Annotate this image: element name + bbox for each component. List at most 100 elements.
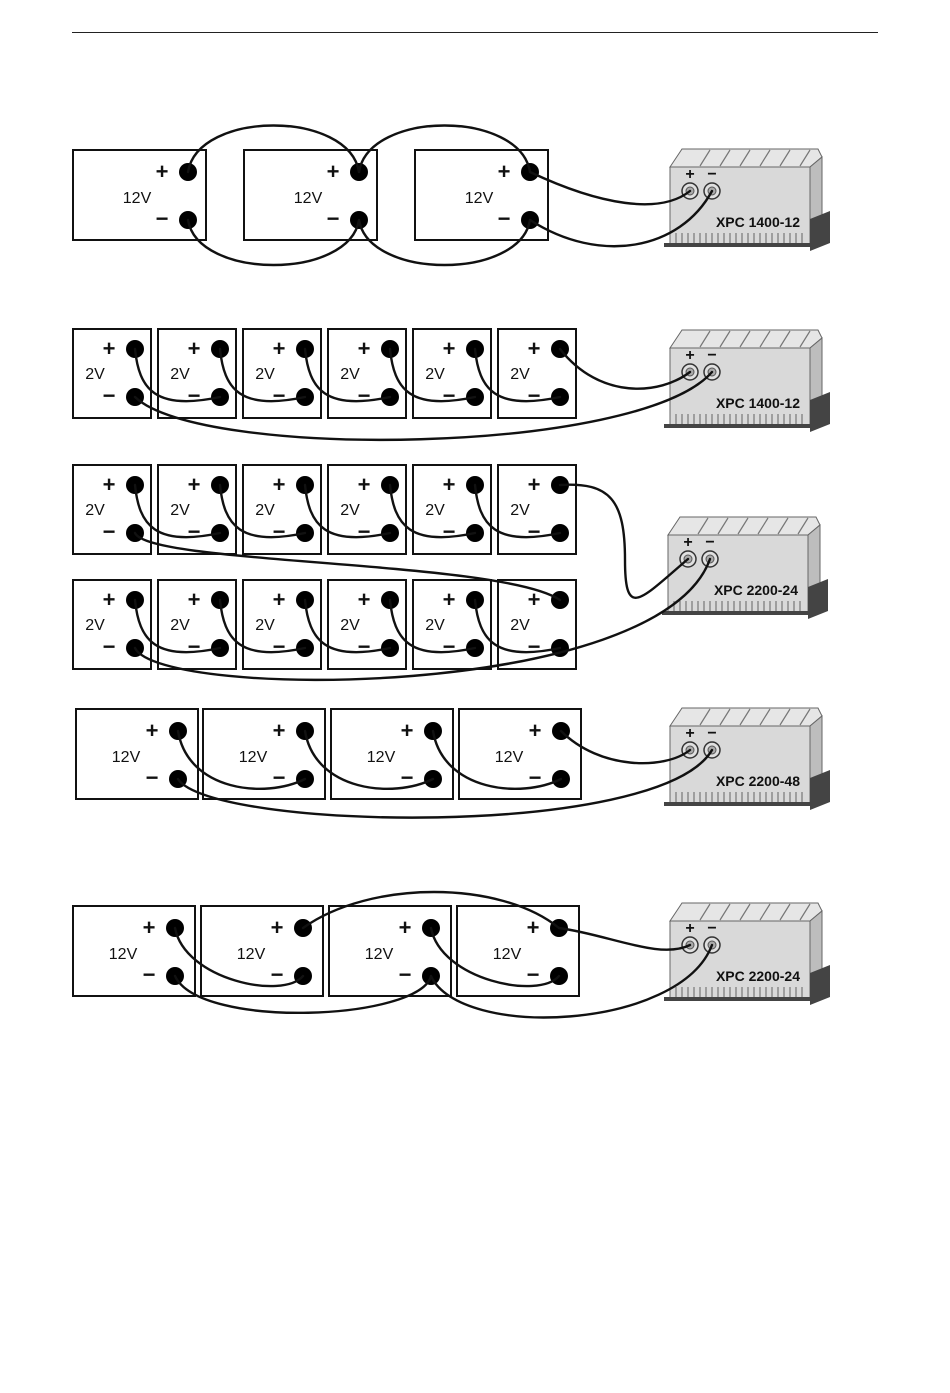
minus-label: −: [146, 765, 159, 790]
battery: +−12V: [331, 709, 453, 799]
plus-label: +: [498, 159, 511, 184]
minus-label: −: [188, 383, 201, 408]
battery: +−12V: [73, 150, 206, 240]
plus-label: +: [273, 587, 286, 612]
charger-model-label: XPC 2200-24: [714, 582, 798, 598]
minus-label: −: [527, 962, 540, 987]
voltage-label: 2V: [340, 366, 360, 383]
voltage-label: 2V: [425, 502, 445, 519]
voltage-label: 2V: [255, 366, 275, 383]
voltage-label: 2V: [255, 617, 275, 634]
minus-label: −: [103, 634, 116, 659]
voltage-label: 2V: [510, 502, 530, 519]
plus-label: +: [399, 915, 412, 940]
battery: +−12V: [459, 709, 581, 799]
plus-label: +: [188, 587, 201, 612]
voltage-label: 12V: [493, 946, 522, 963]
plus-label: +: [401, 718, 414, 743]
plus-label: +: [443, 587, 456, 612]
voltage-label: 2V: [425, 617, 445, 634]
plus-label: +: [188, 336, 201, 361]
voltage-label: 12V: [109, 946, 138, 963]
voltage-label: 2V: [340, 502, 360, 519]
battery: +−12V: [201, 906, 323, 996]
voltage-label: 12V: [239, 749, 268, 766]
charger-top: [668, 517, 820, 535]
voltage-label: 2V: [510, 617, 530, 634]
charger-top: [670, 903, 822, 921]
plus-label: +: [273, 336, 286, 361]
battery: + −2V: [498, 465, 576, 554]
minus-label: −: [273, 519, 286, 544]
minus-label: −: [358, 519, 371, 544]
minus-label: −: [528, 519, 541, 544]
charger-plus-label: +: [685, 920, 694, 937]
charger-base: [664, 997, 810, 1001]
plus-label: +: [273, 472, 286, 497]
charger-minus-label: −: [707, 347, 716, 364]
voltage-label: 12V: [112, 749, 141, 766]
charger-minus-label: −: [707, 725, 716, 742]
minus-label: −: [358, 383, 371, 408]
voltage-label: 2V: [510, 366, 530, 383]
plus-label: +: [188, 472, 201, 497]
voltage-label: 2V: [85, 366, 105, 383]
charger-base: [664, 802, 810, 806]
plus-label: +: [358, 587, 371, 612]
minus-label: −: [156, 206, 169, 231]
charger-icon: +− XPC 2200-48: [664, 708, 830, 810]
plus-label: +: [271, 915, 284, 940]
plus-label: +: [443, 472, 456, 497]
charger-icon: +−XPC 1400-12: [664, 330, 830, 432]
charger-model-label: XPC 1400-12: [716, 214, 800, 230]
minus-label: −: [271, 962, 284, 987]
plus-label: +: [143, 915, 156, 940]
plus-label: +: [327, 159, 340, 184]
wire: [530, 172, 690, 204]
voltage-label: 12V: [465, 190, 494, 207]
plus-label: +: [528, 472, 541, 497]
voltage-label: 2V: [85, 617, 105, 634]
charger-plus-label: +: [685, 725, 694, 742]
minus-label: −: [273, 383, 286, 408]
charger-base: [664, 424, 810, 428]
battery: +−12V: [73, 906, 195, 996]
battery: +−2V: [498, 580, 576, 669]
charger-base: [664, 243, 810, 247]
minus-label: −: [399, 962, 412, 987]
voltage-label: 12V: [365, 946, 394, 963]
minus-label: −: [103, 383, 116, 408]
plus-label: +: [443, 336, 456, 361]
voltage-label: 2V: [170, 366, 190, 383]
charger-model-label: XPC 2200-24: [716, 968, 800, 984]
charger-model-label: XPC 2200-48: [716, 773, 800, 789]
charger-top: [670, 708, 822, 726]
charger-model-label: XPC 1400-12: [716, 395, 800, 411]
voltage-label: 2V: [255, 502, 275, 519]
voltage-label: 12V: [367, 749, 396, 766]
charger-top: [670, 149, 822, 167]
minus-label: −: [273, 634, 286, 659]
minus-label: −: [188, 519, 201, 544]
minus-label: −: [358, 634, 371, 659]
voltage-label: 12V: [294, 190, 323, 207]
plus-label: +: [273, 718, 286, 743]
minus-label: −: [528, 634, 541, 659]
minus-label: −: [188, 634, 201, 659]
voltage-label: 12V: [123, 190, 152, 207]
voltage-label: 2V: [170, 502, 190, 519]
minus-label: −: [443, 634, 456, 659]
voltage-label: 2V: [85, 502, 105, 519]
charger-minus-label: −: [707, 920, 716, 937]
minus-label: −: [327, 206, 340, 231]
minus-label: −: [443, 383, 456, 408]
plus-label: +: [103, 336, 116, 361]
plus-label: +: [103, 587, 116, 612]
battery: +−12V: [203, 709, 325, 799]
charger-base: [662, 611, 808, 615]
charger-minus-label: −: [707, 166, 716, 183]
charger-plus-label: +: [685, 166, 694, 183]
charger-icon: +−XPC 2200-24: [662, 517, 828, 619]
plus-label: +: [146, 718, 159, 743]
